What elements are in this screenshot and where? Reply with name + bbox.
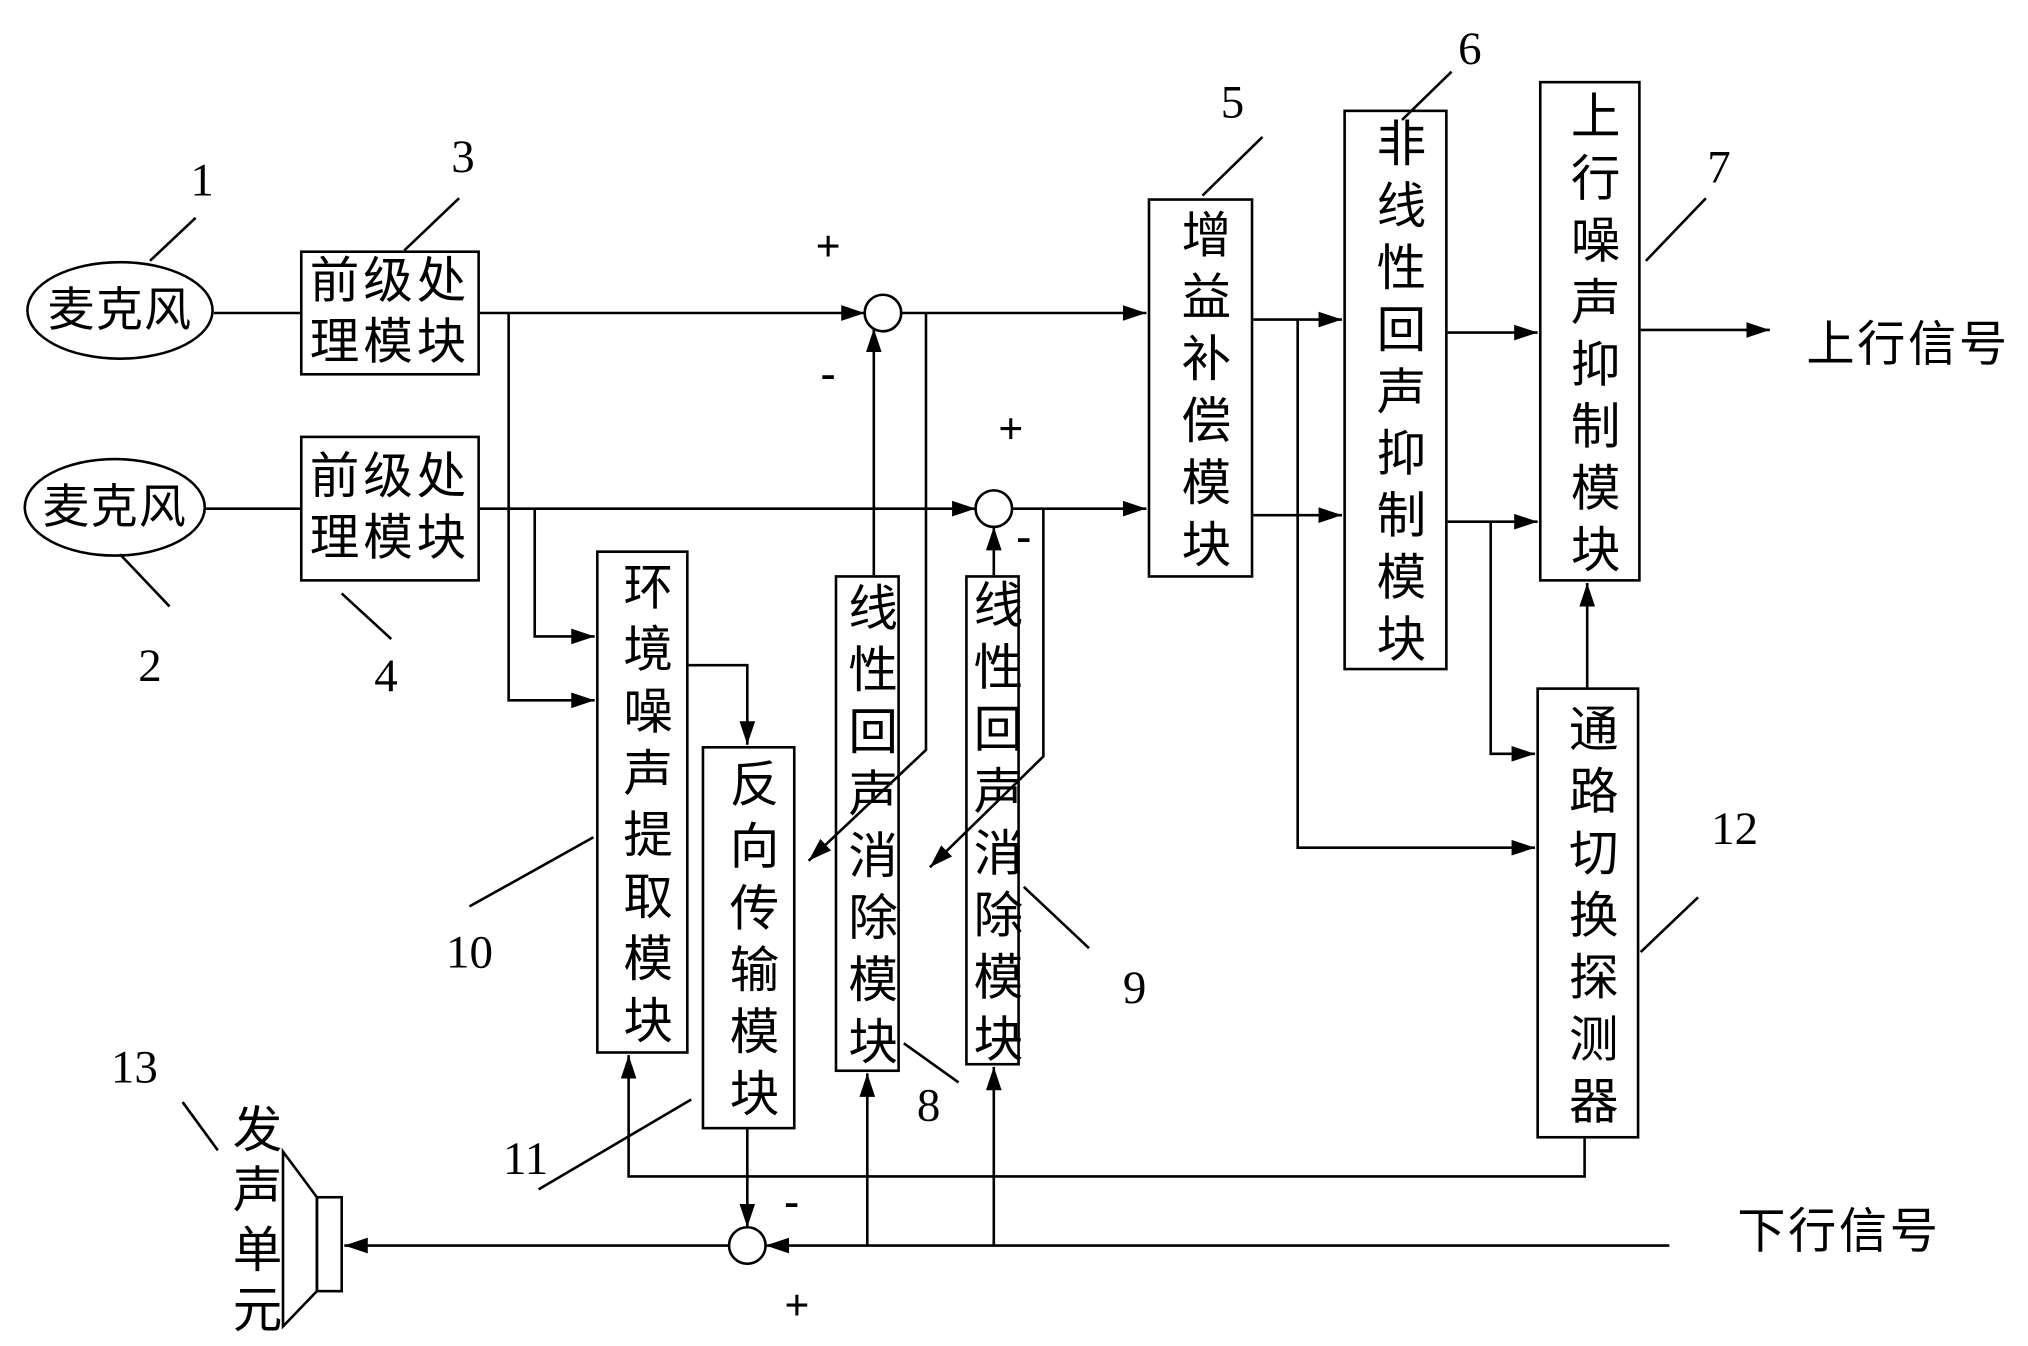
ref-numeral-8: 8 (916, 1078, 941, 1131)
ambient-noise-extraction-module: 环境噪声提取模块 (596, 550, 689, 1057)
ref-numeral-4: 4 (374, 649, 398, 702)
leader-line-1 (149, 216, 197, 262)
preprocessing-module-2: 前级处理模块 (299, 435, 480, 582)
speaker-magnet (315, 1195, 344, 1293)
wire-noise-extraction-to-reverse-transmission (688, 663, 756, 745)
leader-line-8 (903, 1042, 960, 1084)
ref-numeral-2: 2 (138, 639, 162, 692)
downlink-signal-label: 下行信号 (1737, 1205, 1941, 1260)
speaker-cone (281, 1147, 319, 1330)
leader-line-3 (403, 197, 460, 252)
summing-junction-2 (974, 489, 1014, 529)
path-switch-detector: 通路切换探测器 (1536, 687, 1640, 1139)
reverse-transmission-module-label: 反向传输模块 (721, 758, 776, 1130)
leader-line-2 (119, 553, 171, 608)
ref-numeral-12: 12 (1711, 802, 1759, 855)
gain-compensation-module-label: 增益补偿模块 (1173, 208, 1228, 581)
ref-numeral-3: 3 (451, 130, 475, 183)
gain-compensation-module: 增益补偿模块 (1147, 198, 1254, 581)
microphone-2: 麦克风 (23, 457, 207, 557)
ref-numeral-6: 6 (1458, 22, 1482, 75)
linear-echo-cancellation-module-2: 线性回声消除模块 (965, 575, 1020, 1074)
junction-2-minus-sign: - (1016, 512, 1032, 561)
speaker-icon (281, 1147, 344, 1330)
leader-line-9 (1022, 885, 1090, 950)
leader-line-12 (1639, 896, 1699, 954)
summing-junction-1 (863, 293, 903, 333)
microphone-2-label: 麦克风 (42, 481, 188, 534)
leader-line-4 (340, 592, 393, 641)
linear-echo-cancellation-module-1-label: 线性回声消除模块 (839, 581, 895, 1078)
wire-preproc2-to-noise-extraction (533, 508, 595, 645)
ref-numeral-1: 1 (190, 153, 214, 207)
uplink-signal-label: 上行信号 (1806, 318, 2010, 373)
leader-line-5 (1201, 136, 1264, 197)
junction-1-minus-sign: - (820, 349, 836, 398)
junction-1-plus-sign: + (815, 223, 841, 272)
uplink-noise-suppression-module: 上行噪声抑制模块 (1538, 80, 1641, 585)
junction-3-minus-sign: - (784, 1177, 800, 1226)
junction-3-plus-sign: + (784, 1282, 810, 1331)
microphone-1: 麦克风 (26, 260, 214, 360)
path-switch-detector-label: 通路切换探测器 (1560, 702, 1616, 1136)
ambient-noise-extraction-module-label: 环境噪声提取模块 (614, 560, 670, 1057)
reverse-transmission-module: 反向传输模块 (701, 746, 796, 1130)
nonlinear-echo-suppression-module: 非线性回声抑制模块 (1343, 109, 1448, 675)
junction-2-plus-sign: + (998, 405, 1024, 454)
linear-echo-cancellation-module-1: 线性回声消除模块 (834, 575, 900, 1078)
leader-line-10 (468, 836, 595, 908)
preprocessing-module-2-label: 前级处理模块 (309, 449, 471, 567)
ref-numeral-7: 7 (1707, 140, 1731, 194)
preprocessing-module-1-label: 前级处理模块 (309, 254, 471, 371)
wire-nlp-to-path-switch (1489, 521, 1536, 762)
ref-numeral-9: 9 (1122, 961, 1147, 1014)
ref-numeral-11: 11 (502, 1132, 549, 1185)
wire-preproc1-to-noise-extraction (507, 313, 595, 709)
leader-line-7 (1644, 197, 1707, 262)
speaker-label: 发声单元 (224, 1103, 280, 1344)
linear-echo-cancellation-module-2-label: 线性回声消除模块 (965, 578, 1020, 1075)
microphone-1-label: 麦克风 (47, 284, 193, 337)
preprocessing-module-1: 前级处理模块 (299, 250, 480, 376)
uplink-noise-suppression-module-label: 上行噪声抑制模块 (1562, 89, 1618, 586)
summing-junction-3 (727, 1225, 767, 1266)
ref-numeral-13: 13 (110, 1040, 158, 1093)
ref-numeral-10: 10 (446, 925, 493, 979)
leader-line-13 (181, 1101, 219, 1152)
nonlinear-echo-suppression-module-label: 非线性回声抑制模块 (1368, 117, 1423, 675)
leader-line-11 (537, 1098, 692, 1191)
ref-numeral-5: 5 (1220, 75, 1245, 128)
